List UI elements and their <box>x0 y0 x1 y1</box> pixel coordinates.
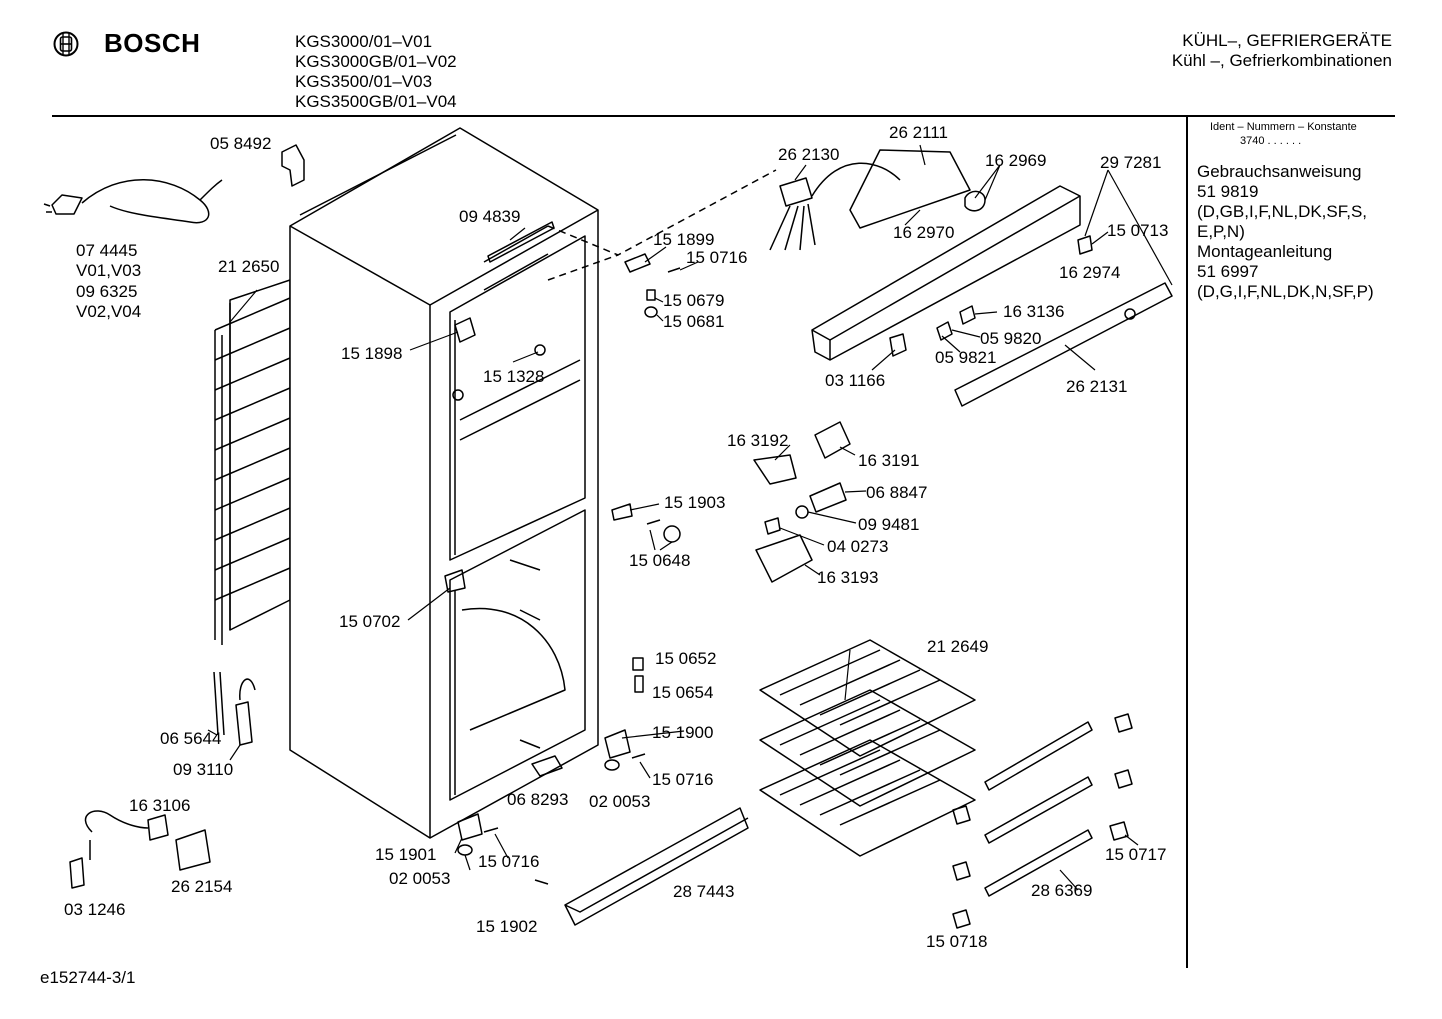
model-item: KGS3500/01–V03 <box>295 72 433 91</box>
part-label: 02 0053 <box>389 869 450 888</box>
part-label: 16 2970 <box>893 223 954 242</box>
part-label: 15 0717 <box>1105 845 1166 864</box>
part-label: V01,V03 <box>76 261 141 280</box>
part-label: 16 2969 <box>985 151 1046 170</box>
model-item: KGS3500GB/01–V04 <box>295 92 457 111</box>
cabinet-drawing <box>289 127 599 839</box>
rails-drawing <box>564 713 1133 929</box>
part-label: 04 0273 <box>827 537 888 556</box>
part-label: 15 0654 <box>652 683 713 702</box>
power-cord-drawing <box>43 179 223 224</box>
part-label: 26 2111 <box>889 123 948 142</box>
part-label: 03 1246 <box>64 900 125 919</box>
part-label: 15 1900 <box>652 723 713 742</box>
brand-name: BOSCH <box>104 28 201 58</box>
part-label: 05 8492 <box>210 134 271 153</box>
part-label: 05 9820 <box>980 329 1041 348</box>
manual-label: Gebrauchsanweisung <box>1197 162 1362 181</box>
part-label: 26 2131 <box>1066 377 1127 396</box>
bracket-058492-drawing <box>281 144 305 187</box>
part-label: 15 1899 <box>653 230 714 249</box>
part-labels: 05 8492 07 4445 V01,V03 09 6325 V02,V04 … <box>64 123 1168 951</box>
model-item: KGS3000/01–V01 <box>295 32 433 51</box>
model-list: KGS3000/01–V01 KGS3000GB/01–V02 KGS3500/… <box>295 32 457 112</box>
part-label: 16 2974 <box>1059 263 1120 282</box>
part-label: 15 0652 <box>655 649 716 668</box>
part-label: 15 0681 <box>663 312 724 331</box>
bosch-armature-icon <box>53 31 79 57</box>
part-label: 05 9821 <box>935 348 996 367</box>
drawing-id: e152744-3/1 <box>40 968 136 987</box>
part-label: 09 9481 <box>858 515 919 534</box>
part-label: 15 1901 <box>375 845 436 864</box>
part-label: 21 2650 <box>218 257 279 276</box>
part-label: 26 2154 <box>171 877 232 896</box>
part-label: 15 1903 <box>664 493 725 512</box>
part-label: 15 0718 <box>926 932 987 951</box>
install-number: 51 6997 <box>1197 262 1259 281</box>
sidebar-manuals: Gebrauchsanweisung 51 9819 (D,GB,I,F,NL,… <box>1197 162 1374 302</box>
part-label: 16 3191 <box>858 451 919 470</box>
part-label: 06 5644 <box>160 729 221 748</box>
ident-value: 3740 . . . . . . <box>1240 135 1302 147</box>
part-label: 16 3106 <box>129 796 190 815</box>
part-label: 06 8847 <box>866 483 927 502</box>
title-line-2: Kühl –, Gefrierkombinationen <box>1171 51 1392 70</box>
part-label: 15 0713 <box>1107 221 1168 240</box>
manual-languages-cont: E,P,N) <box>1197 222 1245 241</box>
cable-route-drawing-2 <box>547 254 619 281</box>
part-label: 09 4839 <box>459 207 520 226</box>
install-label: Montageanleitung <box>1197 242 1333 261</box>
leader-lines <box>207 144 1173 891</box>
part-label: 16 3193 <box>817 568 878 587</box>
part-label: 15 0716 <box>652 770 713 789</box>
part-label: 16 3192 <box>727 431 788 450</box>
part-label: 15 0648 <box>629 551 690 570</box>
part-label: 28 7443 <box>673 882 734 901</box>
condenser-drawing <box>214 279 291 645</box>
part-label: V02,V04 <box>76 302 141 321</box>
part-label: 16 3136 <box>1003 302 1064 321</box>
document-title: KÜHL–, GEFRIERGERÄTE Kühl –, Gefrierkomb… <box>1172 31 1392 71</box>
title-line-1: KÜHL–, GEFRIERGERÄTE <box>1182 31 1392 50</box>
part-label: 15 1328 <box>483 367 544 386</box>
part-label: 09 3110 <box>173 760 233 779</box>
part-label: 15 1898 <box>341 344 402 363</box>
thermostat-drawing <box>69 671 256 889</box>
bosch-logo <box>52 30 80 63</box>
install-languages: (D,G,I,F,NL,DK,N,SF,P) <box>1197 282 1374 301</box>
part-label: 09 6325 <box>76 282 137 301</box>
part-label: 02 0053 <box>589 792 650 811</box>
part-label: 15 0716 <box>478 852 539 871</box>
part-label: 29 7281 <box>1100 153 1161 172</box>
part-label: 15 0716 <box>686 248 747 267</box>
manual-languages: (D,GB,I,F,NL,DK,SF,S, <box>1197 202 1368 221</box>
shelves-drawing <box>759 639 976 857</box>
part-label: 06 8293 <box>507 790 568 809</box>
ident-label: Ident – Nummern – Konstante <box>1210 121 1357 133</box>
model-item: KGS3000GB/01–V02 <box>295 52 457 71</box>
part-label: 15 1902 <box>476 917 537 936</box>
part-label: 28 6369 <box>1031 881 1092 900</box>
part-label: 07 4445 <box>76 241 137 260</box>
part-label: 21 2649 <box>927 637 988 656</box>
part-label: 15 0679 <box>663 291 724 310</box>
part-label: 03 1166 <box>825 371 885 390</box>
part-label: 26 2130 <box>778 145 839 164</box>
control-panel-drawing <box>769 149 1173 407</box>
manual-number: 51 9819 <box>1197 182 1259 201</box>
part-label: 15 0702 <box>339 612 400 631</box>
